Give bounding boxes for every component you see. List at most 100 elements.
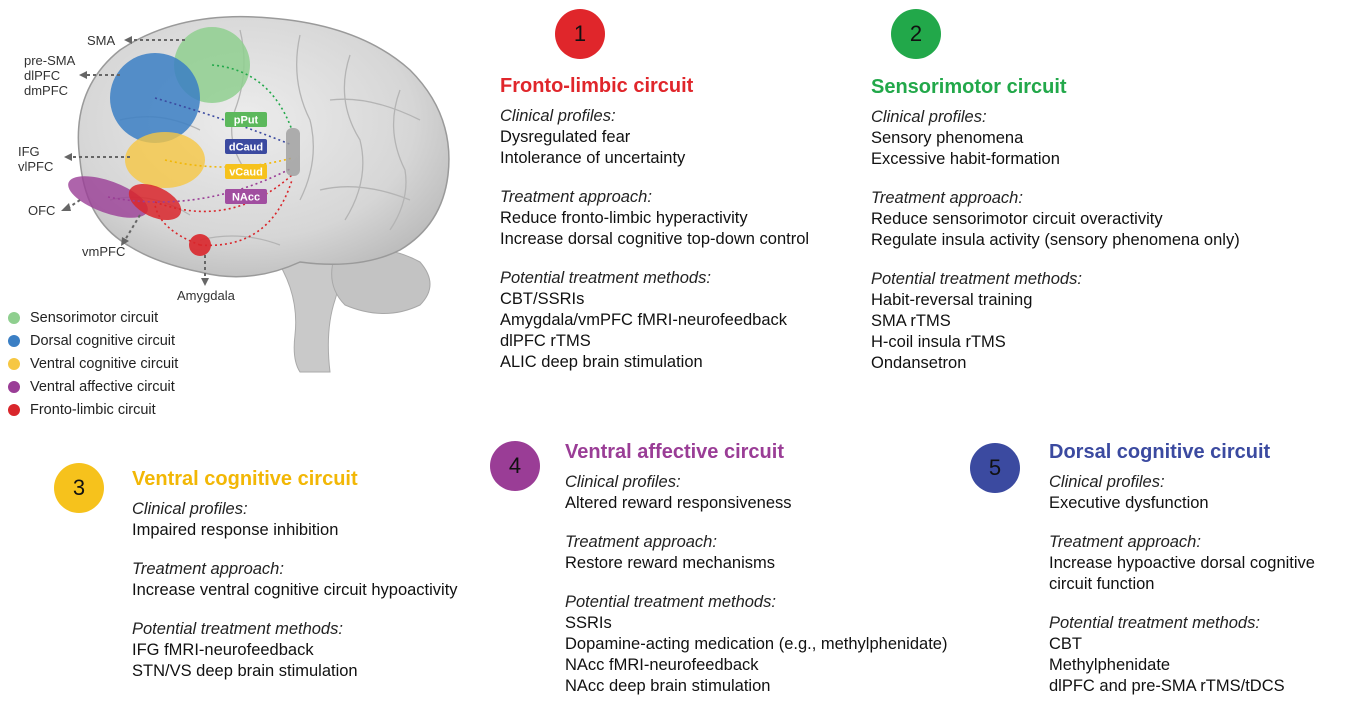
label-amygdala: Amygdala xyxy=(177,288,235,303)
legend-dot-sensorimotor xyxy=(8,311,20,324)
section-line: Impaired response inhibition xyxy=(132,521,339,539)
label-ifg: IFG xyxy=(18,144,40,159)
section-heading: Potential treatment methods: xyxy=(1049,614,1260,632)
thalamus xyxy=(286,128,300,176)
circuit-1-treatment: Treatment approach: Reduce fronto-limbic… xyxy=(500,187,809,250)
vcaud-box xyxy=(225,164,267,179)
circuit-5-methods: Potential treatment methods: CBT Methylp… xyxy=(1049,613,1334,697)
label-vlpfc: vlPFC xyxy=(18,159,54,174)
circuit-3-treatment: Treatment approach: Increase ventral cog… xyxy=(132,559,458,601)
circuit-5-clinical: Clinical profiles: Executive dysfunction xyxy=(1049,472,1334,514)
legend-dot-fronto-limbic xyxy=(8,403,20,416)
legend-label: Ventral affective circuit xyxy=(30,378,175,395)
circuit-1-methods: Potential treatment methods: CBT/SSRIs A… xyxy=(500,268,809,373)
section-line: Increase dorsal cognitive top-down contr… xyxy=(500,230,810,248)
pput-box xyxy=(225,112,267,127)
circuit-4-title: Ventral affective circuit xyxy=(565,441,784,463)
circuit-3-title: Ventral cognitive circuit xyxy=(132,468,358,490)
section-line: Reduce fronto-limbic hyperactivity xyxy=(500,209,748,227)
pput-label: pPut xyxy=(234,115,259,127)
circuit-3-clinical: Clinical profiles: Impaired response inh… xyxy=(132,499,458,541)
circuit-4-treatment: Treatment approach: Restore reward mecha… xyxy=(565,532,947,574)
badge-circuit-2: 2 xyxy=(891,9,941,59)
section-heading: Clinical profiles: xyxy=(565,473,681,491)
dcaud-box xyxy=(225,139,267,154)
circuit-4-methods: Potential treatment methods: SSRIs Dopam… xyxy=(565,592,947,697)
section-heading: Clinical profiles: xyxy=(132,500,248,518)
circuit-5-treatment: Treatment approach: Increase hypoactive … xyxy=(1049,532,1334,595)
legend-dot-ventral-affective xyxy=(8,380,20,393)
vcaud-label: vCaud xyxy=(229,167,263,179)
section-line: CBT xyxy=(1049,635,1082,653)
circuit-1-title: Fronto-limbic circuit xyxy=(500,75,694,97)
section-heading: Clinical profiles: xyxy=(871,108,987,126)
legend-item: Ventral cognitive circuit xyxy=(8,352,178,375)
badge-circuit-4: 4 xyxy=(490,441,540,491)
legend-item: Dorsal cognitive circuit xyxy=(8,329,178,352)
circuit-2-methods: Potential treatment methods: Habit-rever… xyxy=(871,269,1240,374)
section-line: Restore reward mechanisms xyxy=(565,554,775,572)
section-line: Habit-reversal training xyxy=(871,291,1033,309)
dcaud-label: dCaud xyxy=(229,142,263,154)
section-heading: Treatment approach: xyxy=(132,560,284,578)
legend-label: Ventral cognitive circuit xyxy=(30,355,179,372)
label-presma: pre-SMA xyxy=(24,53,76,68)
legend-item: Sensorimotor circuit xyxy=(8,306,178,329)
section-line: Executive dysfunction xyxy=(1049,494,1209,512)
section-heading: Treatment approach: xyxy=(1049,533,1201,551)
label-sma: SMA xyxy=(87,33,116,48)
circuit-3-panel: Ventral cognitive circuit Clinical profi… xyxy=(132,468,458,700)
circuit-2-title: Sensorimotor circuit xyxy=(871,76,1067,98)
section-line: STN/VS deep brain stimulation xyxy=(132,662,358,680)
section-line: Intolerance of uncertainty xyxy=(500,149,686,167)
section-line: CBT/SSRIs xyxy=(500,290,585,308)
circuit-2-treatment: Treatment approach: Reduce sensorimotor … xyxy=(871,188,1240,251)
section-line: NAcc fMRI-neurofeedback xyxy=(565,656,759,674)
section-heading: Treatment approach: xyxy=(871,189,1023,207)
section-heading: Clinical profiles: xyxy=(500,107,616,125)
section-heading: Treatment approach: xyxy=(500,188,652,206)
section-line: Reduce sensorimotor circuit overactivity xyxy=(871,210,1163,228)
circuit-2-clinical: Clinical profiles: Sensory phenomena Exc… xyxy=(871,107,1240,170)
legend-item: Fronto-limbic circuit xyxy=(8,398,178,421)
section-line: Dysregulated fear xyxy=(500,128,631,146)
section-line: NAcc deep brain stimulation xyxy=(565,677,771,695)
circuit-2-panel: Sensorimotor circuit Clinical profiles: … xyxy=(871,76,1240,392)
section-line: Amygdala/vmPFC fMRI-neurofeedback xyxy=(500,311,788,329)
section-heading: Potential treatment methods: xyxy=(871,270,1082,288)
section-line: Methylphenidate xyxy=(1049,656,1171,674)
legend-dot-ventral-cognitive xyxy=(8,357,20,370)
section-line: Ondansetron xyxy=(871,354,967,372)
arrow-heads xyxy=(61,36,209,286)
section-line: dlPFC rTMS xyxy=(500,332,591,350)
section-line: dlPFC and pre-SMA rTMS/tDCS xyxy=(1049,677,1285,695)
nacc-label: NAcc xyxy=(232,192,260,204)
brain-svg: pPut dCaud vCaud NAcc xyxy=(61,15,450,373)
badge-circuit-5: 5 xyxy=(970,443,1020,493)
section-heading: Potential treatment methods: xyxy=(565,593,776,611)
legend-dot-dorsal xyxy=(8,334,20,347)
section-line: Increase hypoactive dorsal cognitive xyxy=(1049,554,1315,572)
badge-circuit-3: 3 xyxy=(54,463,104,513)
nacc-box xyxy=(225,189,267,204)
circuit-4-panel: Ventral affective circuit Clinical profi… xyxy=(565,441,947,715)
brain-illustration: pPut dCaud vCaud NAcc SMA pre-SMA dlPF xyxy=(0,0,480,420)
section-line: circuit function xyxy=(1049,575,1155,593)
striatum-labels: pPut dCaud vCaud NAcc xyxy=(225,112,267,204)
section-line: Increase ventral cognitive circuit hypoa… xyxy=(132,581,458,599)
circuit-5-panel: Dorsal cognitive circuit Clinical profil… xyxy=(1049,441,1334,715)
label-ofc: OFC xyxy=(28,203,56,218)
section-line: Dopamine-acting medication (e.g., methyl… xyxy=(565,635,948,653)
section-heading: Treatment approach: xyxy=(565,533,717,551)
section-line: IFG fMRI-neurofeedback xyxy=(132,641,314,659)
circuit-5-title: Dorsal cognitive circuit xyxy=(1049,441,1271,463)
section-line: Excessive habit-formation xyxy=(871,150,1060,168)
legend-label: Fronto-limbic circuit xyxy=(30,401,156,418)
section-line: SMA rTMS xyxy=(871,312,951,330)
section-line: SSRIs xyxy=(565,614,612,632)
legend-label: Dorsal cognitive circuit xyxy=(30,332,176,349)
section-heading: Clinical profiles: xyxy=(1049,473,1165,491)
circuit-1-clinical: Clinical profiles: Dysregulated fear Int… xyxy=(500,106,809,169)
section-line: H-coil insula rTMS xyxy=(871,333,1006,351)
legend-label: Sensorimotor circuit xyxy=(30,309,159,326)
